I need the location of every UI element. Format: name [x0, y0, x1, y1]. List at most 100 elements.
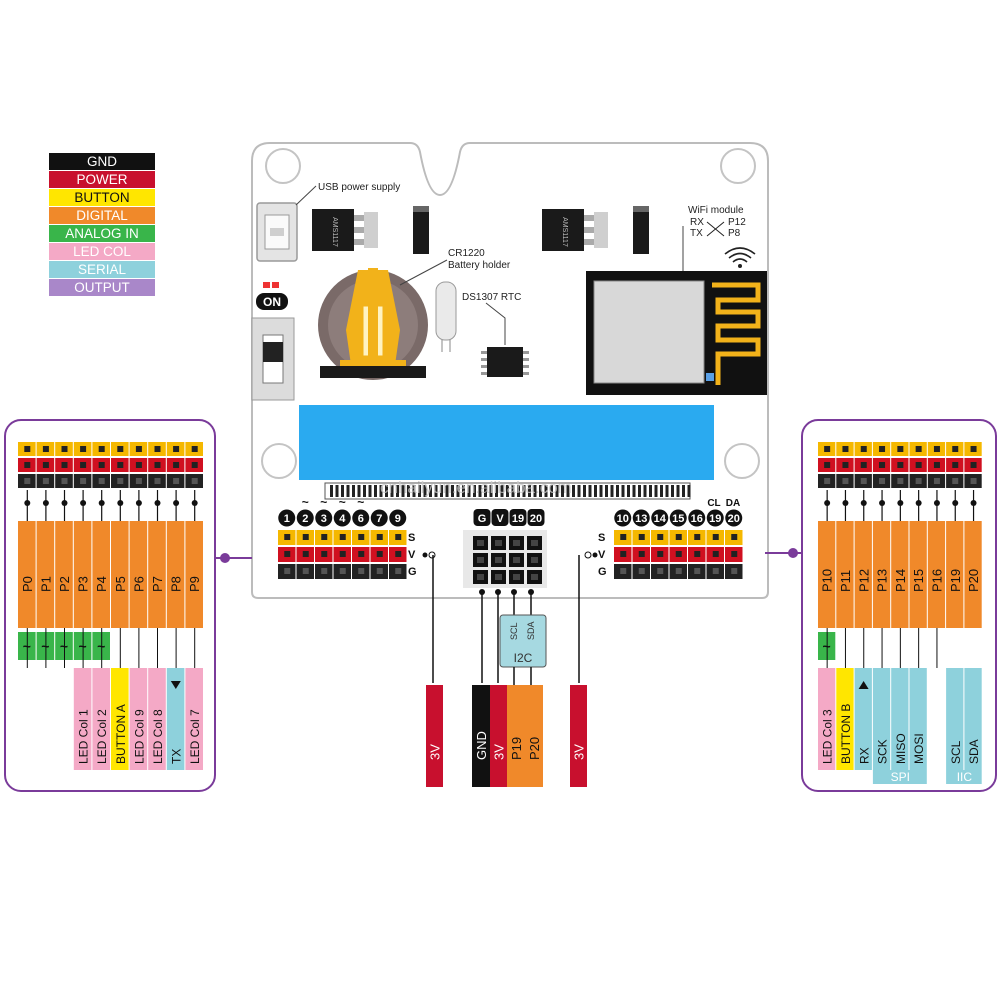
pin-hole — [620, 551, 627, 557]
edge-tooth — [390, 485, 394, 497]
pin-number-badge — [278, 509, 296, 527]
edge-tooth — [489, 485, 493, 497]
pin-hole — [376, 551, 383, 557]
pin-hole — [477, 574, 484, 580]
edge-tooth — [544, 485, 548, 497]
pin-hole — [824, 462, 831, 468]
function-label: SCL — [949, 740, 963, 764]
panel-wire-dot — [879, 500, 886, 506]
pin-hole — [531, 574, 538, 580]
pin-hole — [98, 446, 105, 452]
legend-item: SERIAL — [49, 261, 155, 279]
pin-hole — [657, 551, 664, 557]
i2c-sda: SDA — [526, 621, 536, 640]
pin-hole — [173, 462, 180, 468]
pin-hole — [173, 478, 180, 484]
pin-hole — [513, 557, 520, 563]
panel-wire-dot — [970, 500, 977, 506]
legend-item: BUTTON — [49, 189, 155, 207]
pin-hole — [135, 478, 142, 484]
middle-pin-badge — [491, 509, 509, 526]
pin-bar-label: P4 — [94, 576, 109, 592]
pin-hole — [897, 446, 904, 452]
legend-item: OUTPUT — [49, 279, 155, 297]
pin-hole — [897, 462, 904, 468]
mount-hole — [265, 148, 301, 184]
edge-tooth — [665, 485, 669, 497]
regulator-label: AMS1117 — [561, 217, 568, 247]
i2c-label: I2C — [514, 651, 533, 665]
legend-item: POWER — [49, 171, 155, 189]
pin-bar-label: P16 — [929, 569, 944, 592]
pin-hole — [191, 446, 198, 452]
pin-bar-label: P2 — [57, 576, 72, 592]
pin-bar — [854, 521, 872, 628]
pin-hole — [302, 534, 309, 540]
panel-wire-dot — [154, 500, 161, 506]
edge-tooth — [561, 485, 564, 497]
pin-hole — [376, 534, 383, 540]
i2c-box — [499, 614, 547, 668]
pin-bar — [946, 521, 964, 628]
legend-item: GND — [49, 153, 155, 171]
pin-hole — [842, 446, 849, 452]
pin-hole — [117, 446, 124, 452]
pin-hole — [154, 478, 161, 484]
middle-pin-badge — [509, 509, 527, 526]
function-bar — [166, 668, 185, 770]
function-bar — [148, 668, 166, 770]
pin-number-badge — [651, 509, 669, 527]
pin-hole — [135, 462, 142, 468]
tag-p20-label: P20 — [527, 737, 542, 760]
edge-tooth — [682, 485, 685, 497]
function-bar — [854, 668, 872, 770]
edge-tooth — [346, 485, 350, 497]
pin-hole — [638, 534, 645, 540]
panel-wire-dot — [135, 500, 142, 506]
pin-hole — [135, 446, 142, 452]
pin-hole — [302, 568, 309, 574]
edge-tooth — [528, 485, 531, 497]
function-bar — [818, 668, 836, 770]
tag-3v-left — [426, 685, 443, 787]
pin-hole — [675, 534, 682, 540]
pin-hole — [970, 478, 977, 484]
battery-holder — [318, 268, 428, 380]
edge-tooth — [445, 485, 449, 497]
power-switch[interactable] — [251, 317, 295, 401]
panel-wire-dot — [860, 500, 867, 506]
edge-tooth — [550, 485, 553, 497]
pin-number-badge — [389, 509, 407, 527]
pin-hole — [302, 551, 309, 557]
edge-tooth — [363, 485, 366, 497]
pin-number-badge — [296, 509, 314, 527]
function-bar — [891, 668, 909, 770]
pin-hole — [395, 534, 402, 540]
pin-hole — [513, 540, 520, 546]
pin-hole — [61, 462, 68, 468]
pin-hole — [879, 478, 886, 484]
panel-wire-dot — [173, 500, 180, 506]
function-bar — [909, 668, 927, 770]
usb-label: USB power supply — [318, 182, 400, 193]
pin-number: 6 — [358, 513, 364, 525]
pin-hole — [952, 478, 959, 484]
pin-hole — [339, 568, 346, 574]
edge-tooth — [649, 485, 652, 497]
iic-group-label: IIC — [957, 770, 973, 784]
edge-tooth — [401, 485, 405, 497]
pin-hole — [358, 534, 365, 540]
pin-hole — [495, 540, 502, 546]
v-ring — [428, 551, 436, 559]
edge-connector — [324, 482, 691, 500]
edge-tooth — [385, 485, 388, 497]
function-label: MOSI — [912, 733, 926, 764]
pin-bar-label: P5 — [113, 576, 128, 592]
function-label: LED Col 9 — [132, 709, 146, 764]
pin-bar — [55, 521, 73, 628]
pin-hole — [61, 478, 68, 484]
